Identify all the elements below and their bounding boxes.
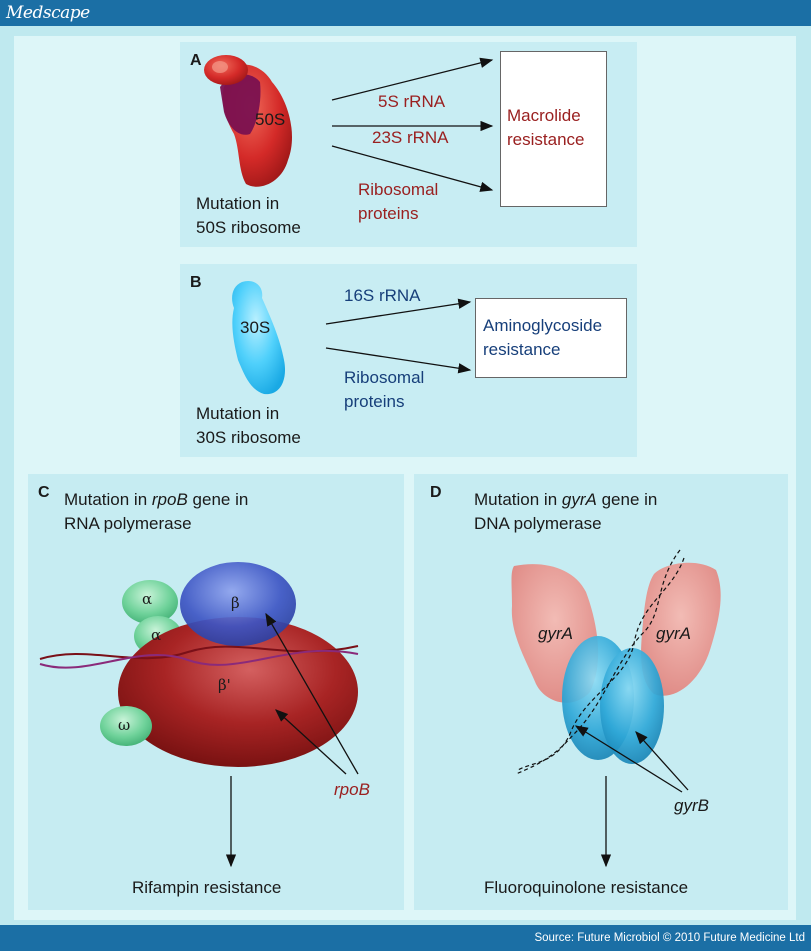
beta-prime-label: β' [218,676,231,694]
arrow-label-b-ribosomal: Ribosomal [344,368,425,387]
header-bar: Medscape [0,0,811,26]
result-b-line2: resistance [483,340,561,359]
panel-c-letter: C [38,484,50,501]
panel-d-letter: D [430,484,442,501]
panel-b-graphics [232,280,472,395]
omega-label: ω [118,716,131,734]
panel-a-arrows [331,57,494,192]
gyra-right-label: gyrA [656,624,691,643]
panel-d: D Mutation in gyrA gene in DNA polymeras… [414,474,788,910]
panel-b-arrows [325,298,472,374]
panel-a-graphics [204,55,494,192]
rifampin-resistance-label: Rifampin resistance [132,878,282,897]
result-a-line2: resistance [507,130,585,149]
panel-c-title-line1: Mutation in rpoB gene in [64,490,249,509]
panel-d-title-line1: Mutation in gyrA gene in [474,490,658,509]
arrow-label-ribosomal: Ribosomal [358,180,439,199]
ribosome-30s-shape [232,280,286,395]
panel-a-letter: A [190,52,202,69]
macrolide-result-box: Macrolide resistance [500,51,607,207]
rna-polymerase-graphic [39,562,359,868]
arrow-label-5s-rrna: 5S rRNA [378,92,446,111]
subunit-30s-label: 30S [240,318,271,337]
rpob-gene-label: rpoB [334,780,370,799]
source-credit: Source: Future Microbiol © 2010 Future M… [534,932,805,944]
panel-b-letter: B [190,274,202,291]
caption-a-line2: 50S ribosome [196,218,301,237]
medscape-logo[interactable]: Medscape [6,3,90,23]
alpha-label-top: α [142,590,153,608]
panel-c: C Mutation in rpoB gene in RNA polymeras… [28,474,404,910]
caption-b-line2: 30S ribosome [196,428,301,447]
gyra-right-subunit [641,562,721,696]
gyrb-right-subunit [600,648,664,764]
gyrb-label: gyrB [674,796,709,815]
subunit-50s-label: 50S [255,110,286,129]
alpha-label-bottom: α [151,626,162,644]
aminoglycoside-result-box: Aminoglycoside resistance [475,298,627,378]
arrow-label-16s-rrna: 16S rRNA [344,286,421,305]
panel-c-arrows [225,612,359,868]
caption-a-line1: Mutation in [196,194,280,213]
fluoroquinolone-resistance-label: Fluoroquinolone resistance [484,878,689,897]
result-a-line1: Macrolide [507,106,581,125]
gyra-left-label: gyrA [538,624,573,643]
panel-d-arrows [574,725,689,868]
dna-strands [39,645,359,669]
beta-label: β [231,594,240,612]
caption-b-line1: Mutation in [196,404,280,423]
dna-gyrase-graphic [511,549,721,868]
panel-d-title-line2: DNA polymerase [474,514,602,533]
panel-c-title-line2: RNA polymerase [64,514,192,533]
arrow-label-23s-rrna: 23S rRNA [372,128,449,147]
omega-subunit [100,706,152,746]
dna-helix [515,549,685,775]
footer-bar: Source: Future Microbiol © 2010 Future M… [0,925,811,951]
result-b-line1: Aminoglycoside [483,316,603,335]
ribosome-50s-shape [204,55,293,187]
arrow-label-b-proteins: proteins [344,392,405,411]
alpha-subunit-top [122,580,178,624]
arrow-label-proteins: proteins [358,204,419,223]
